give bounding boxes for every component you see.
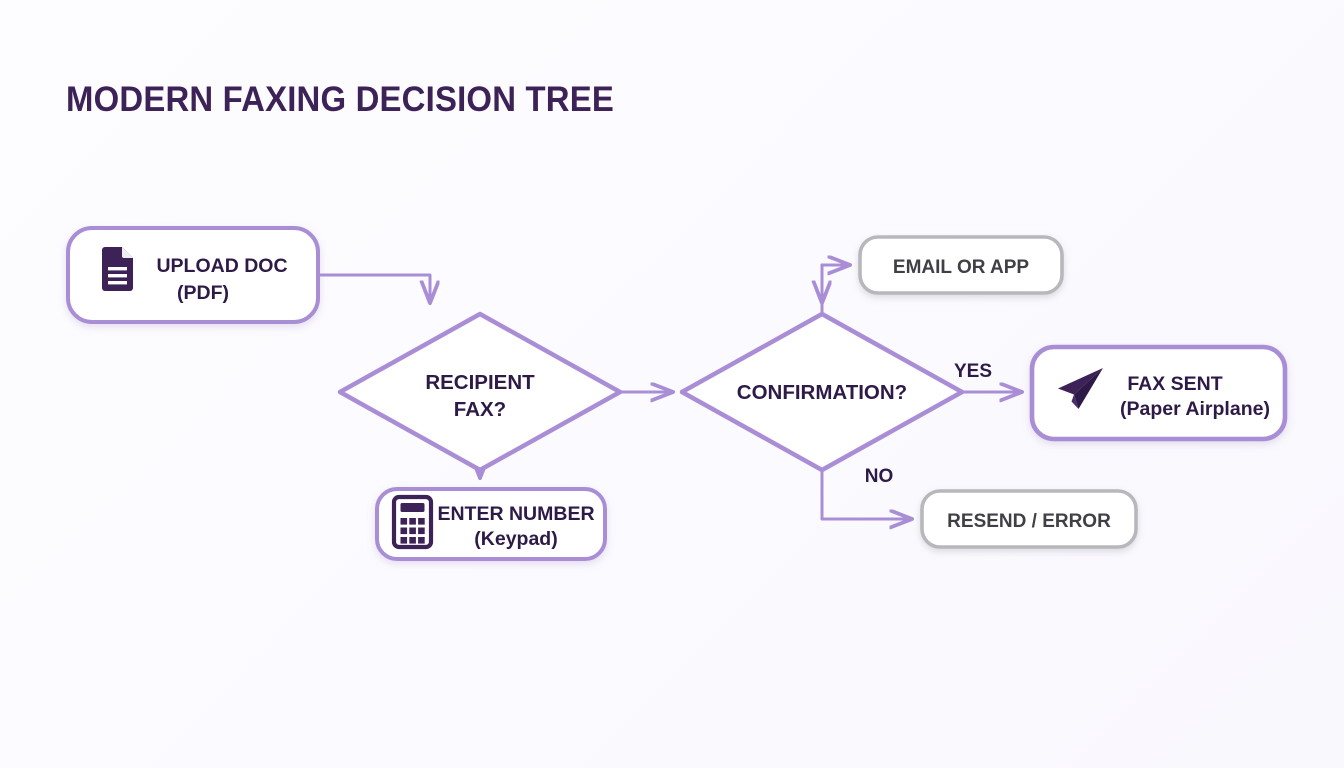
- node-resend-error[interactable]: RESEND / ERROR: [920, 489, 1138, 549]
- node-email-or-app[interactable]: EMAIL OR APP: [858, 235, 1064, 295]
- connector-confirmation-no-to-resend: [820, 468, 911, 519]
- node-enter-number-sublabel: (Keypad): [474, 528, 557, 550]
- document-icon: [102, 247, 133, 291]
- node-recipient-fax[interactable]: RECIPIENT FAX?: [337, 311, 623, 473]
- node-enter-number-label: ENTER NUMBER: [437, 503, 594, 525]
- keypad-icon: [391, 494, 434, 550]
- node-confirmation-label: CONFIRMATION?: [737, 381, 907, 404]
- node-upload-doc-sublabel: (PDF): [177, 282, 229, 304]
- node-confirmation-shape: [679, 311, 965, 473]
- node-resend-error-label: RESEND / ERROR: [947, 511, 1111, 532]
- paper-airplane-icon: [1058, 368, 1103, 409]
- node-resend-error-shape: [920, 489, 1138, 549]
- node-email-or-app-label: EMAIL OR APP: [893, 257, 1030, 278]
- node-enter-number-shape: [375, 487, 607, 561]
- node-upload-doc-shape: [66, 226, 320, 324]
- node-confirmation[interactable]: CONFIRMATION?: [679, 311, 965, 473]
- node-enter-number[interactable]: ENTER NUMBER (Keypad): [375, 487, 607, 561]
- node-fax-sent-label: FAX SENT: [1127, 373, 1222, 395]
- node-email-or-app-shape: [858, 235, 1064, 295]
- edge-label-no: NO: [865, 466, 894, 487]
- node-recipient-fax-label: RECIPIENT: [425, 371, 535, 394]
- node-recipient-fax-sublabel: FAX?: [454, 398, 506, 421]
- node-fax-sent-shape: [1029, 344, 1288, 442]
- node-fax-sent[interactable]: FAX SENT (Paper Airplane): [1029, 344, 1288, 442]
- node-fax-sent-sublabel: (Paper Airplane): [1120, 398, 1270, 420]
- connector-confirmation-to-email-or-app: [820, 265, 849, 316]
- page-title: MODERN FAXING DECISION TREE: [66, 80, 614, 119]
- node-recipient-fax-shape: [337, 311, 623, 473]
- node-upload-doc[interactable]: UPLOAD DOC (PDF): [66, 226, 320, 324]
- node-upload-doc-label: UPLOAD DOC: [156, 255, 287, 277]
- connector-upload-to-recipient: [316, 273, 430, 302]
- edge-label-yes: YES: [954, 361, 992, 382]
